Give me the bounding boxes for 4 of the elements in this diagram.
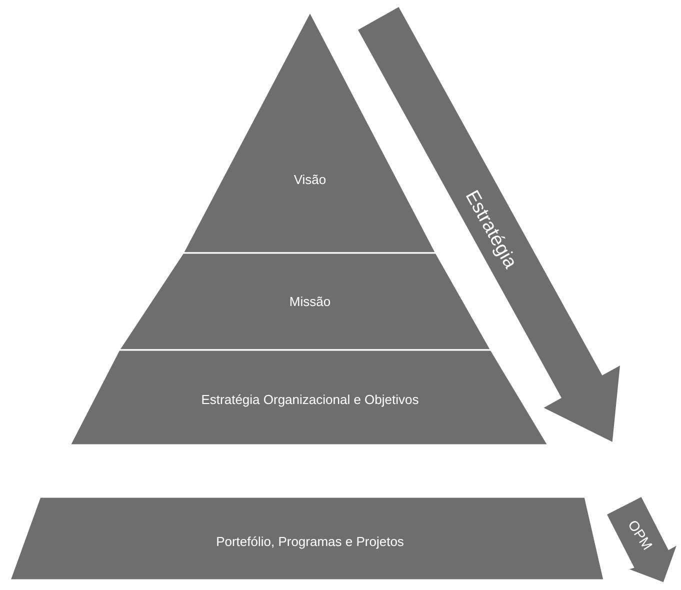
node-label: Visão bbox=[294, 172, 326, 188]
node-label: Estratégia Organizacional e Objetivos bbox=[201, 392, 419, 408]
node-label: Missão bbox=[289, 294, 331, 310]
node-label: Portefólio, Programas e Projetos bbox=[216, 534, 404, 550]
